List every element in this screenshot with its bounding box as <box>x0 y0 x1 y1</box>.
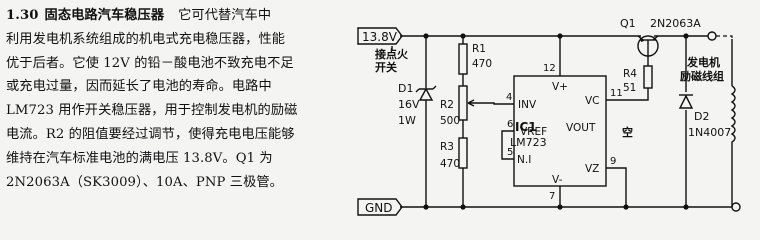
d2-part: 1N4007 <box>688 126 731 139</box>
open-terminal-top <box>707 31 717 41</box>
pin-vz-label: VZ <box>585 163 599 175</box>
pin-vc-label: VC <box>585 95 600 107</box>
field-coil-dashed-link <box>716 35 733 39</box>
r4-name: R4 <box>623 68 637 80</box>
article-line-4: 或充电过量，因而延长了电池的寿命。电路中 <box>6 79 272 95</box>
pin-vplus-label: V+ <box>552 81 568 93</box>
article-line-6: 电流。R2 的阻值要经过调节，使得充电电压能够 <box>6 126 295 142</box>
field-coil-label-2: 励磁线组 <box>680 69 724 83</box>
zener-diode-d1 <box>415 36 437 207</box>
r2-name: R2 <box>440 99 454 111</box>
supply-terminal-label: 13.8V <box>362 30 398 44</box>
pin-4-number: 4 <box>506 92 512 103</box>
pin-11-number: 11 <box>610 88 623 99</box>
article-line-8: 2N2063A（SK3009）、10A、PNP 三极管。 <box>6 174 283 190</box>
article-title: 固态电路汽车稳压器 <box>44 8 165 23</box>
open-terminal-bottom <box>731 202 741 212</box>
resistor-r3 <box>458 137 468 169</box>
article-line-3: 优于后者。它使 12V 的铅－酸电池不致充电不足 <box>6 55 294 71</box>
pin-inv-label: INV <box>518 99 537 111</box>
section-number: 1.30 <box>6 8 39 23</box>
q1-part: 2N2063A <box>650 17 701 30</box>
vout-unconnected-note: 空 <box>622 125 633 139</box>
pin-ni-label: N.I <box>517 154 531 166</box>
article-line-7: 维持在汽车标准电池的满电压 13.8V。Q1 为 <box>6 150 273 166</box>
ignition-note-line-1: 接点火 <box>375 47 409 61</box>
vz-wire <box>606 167 627 207</box>
supply-terminal: 13.8V <box>357 27 403 45</box>
r1-name: R1 <box>472 43 486 55</box>
resistor-r4 <box>643 65 653 89</box>
pin-6-number: 6 <box>507 119 513 130</box>
pin-7-number: 7 <box>549 191 555 202</box>
pin-9-number: 9 <box>610 156 616 167</box>
pin-vout-label: VOUT <box>566 122 596 134</box>
transistor-q1 <box>637 35 659 66</box>
ignition-note-line-2: 开关 <box>375 60 397 74</box>
junction-dots <box>423 33 689 210</box>
regulator-circuit-diagram: 13.8V GND 接点火 开关 D1 16V 1W R1 470 R2 500… <box>357 17 741 216</box>
pin-vref-label: VREF <box>520 126 547 138</box>
ic-name: IC1 <box>515 120 537 134</box>
r2-value: 500 <box>440 115 460 127</box>
vc-wire <box>606 88 649 101</box>
field-coil <box>730 85 736 148</box>
diode-d2 <box>678 94 694 109</box>
pin-12-number: 12 <box>543 63 556 74</box>
vref-ni-loop-wire <box>501 130 514 160</box>
pin-5-number: 5 <box>507 147 513 158</box>
d1-name: D1 <box>398 82 413 95</box>
resistor-r1 <box>458 43 468 75</box>
potentiometer-r2 <box>458 85 514 121</box>
r3-name: R3 <box>440 141 454 153</box>
ic-part-number: LM723 <box>510 136 547 149</box>
d2-name: D2 <box>694 110 709 123</box>
article-line-5: LM723 用作开关稳压器，用于控制发电机的励磁 <box>6 103 298 119</box>
d1-power: 1W <box>398 114 416 127</box>
r1-value: 470 <box>472 58 492 70</box>
article-line-1: 1.30 固态电路汽车稳压器它可代替汽车中 <box>6 4 354 28</box>
field-coil-label-1: 发电机 <box>686 55 720 69</box>
pin-vminus-label: V- <box>552 174 563 186</box>
article-line-1-text: 它可代替汽车中 <box>178 8 272 23</box>
r3-value: 470 <box>440 158 460 170</box>
ground-terminal-label: GND <box>365 201 393 215</box>
q1-name: Q1 <box>620 17 636 30</box>
article-line-2: 利用发电机系统组成的机电式充电稳压器，性能 <box>6 31 286 47</box>
ground-terminal: GND <box>357 198 403 216</box>
r4-value: 51 <box>623 82 636 94</box>
d1-voltage: 16V <box>398 98 420 111</box>
article-text: 1.30 固态电路汽车稳压器它可代替汽车中 利用发电机系统组成的机电式充电稳压器，… <box>6 4 354 194</box>
